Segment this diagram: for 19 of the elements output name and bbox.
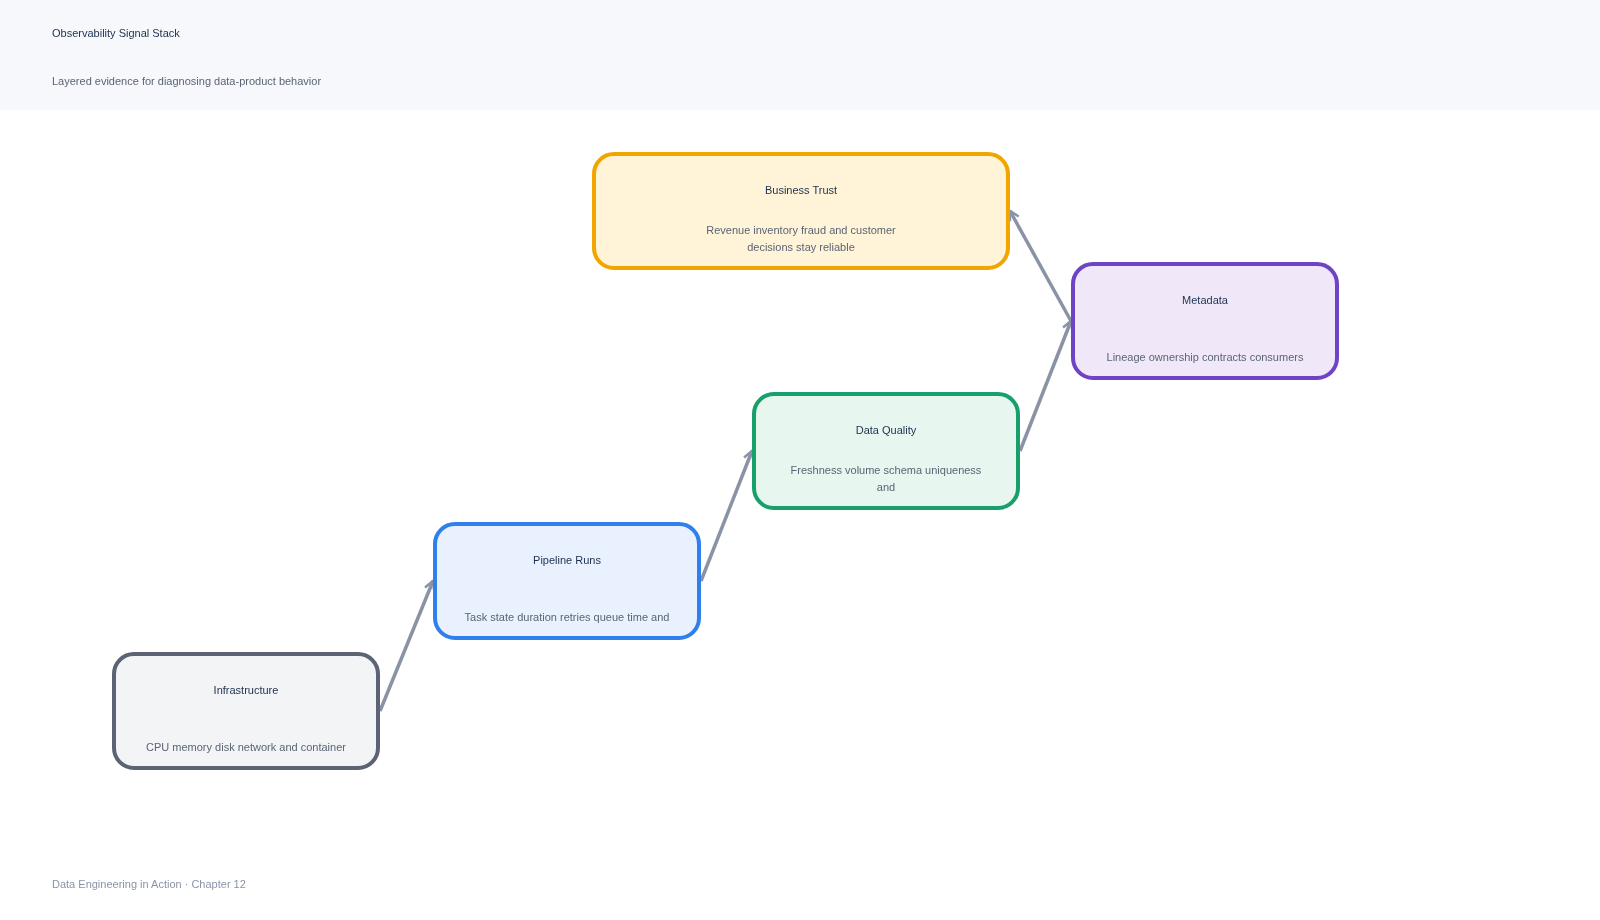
- layer-description: CPU memory disk network and container: [146, 739, 346, 755]
- layer-title: Infrastructure: [213, 684, 279, 696]
- subtitle: Layered evidence for diagnosing data-product behavior: [52, 75, 322, 87]
- layer-title: Metadata: [1182, 294, 1228, 306]
- layer-box: [752, 392, 1020, 510]
- layer-box: [1071, 262, 1339, 380]
- layer-description: Lineage ownership contracts consumers: [1106, 349, 1304, 365]
- layer-title: Data Quality: [855, 424, 917, 436]
- layer-box: [433, 522, 701, 640]
- layer-title: Pipeline Runs: [533, 554, 601, 566]
- layer-box: [112, 652, 380, 770]
- layer-description: Task state duration retries queue time and: [464, 609, 670, 625]
- arrow: [1008, 209, 1073, 322]
- layer-description: Freshness volume schema uniqueness and: [789, 462, 983, 495]
- layer-title: Business Trust: [764, 184, 838, 196]
- layer-box: [592, 152, 1010, 270]
- layer-description: Revenue inventory fraud and customer decisions stay reliable: [705, 222, 897, 255]
- diagram-title: Observability Signal Stack: [52, 27, 180, 39]
- footer-caption: Data Engineering in Action · Chapter 12: [52, 878, 246, 890]
